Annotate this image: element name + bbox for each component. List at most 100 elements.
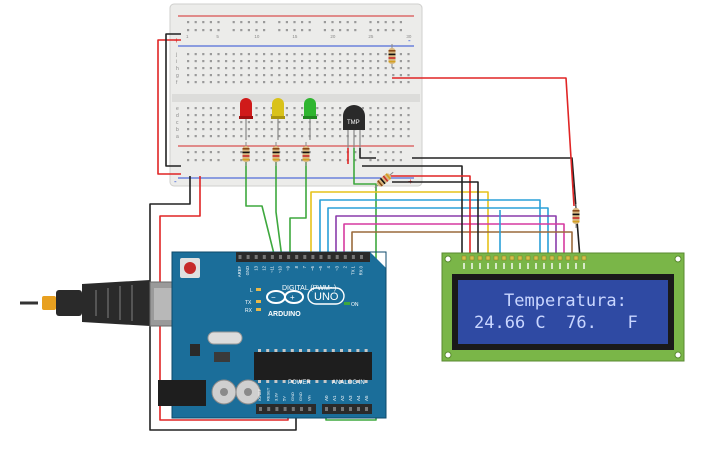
digital-pin-label: AREF <box>237 266 242 278</box>
analog-pin-label: A3 <box>348 395 353 401</box>
analog-header <box>322 404 372 414</box>
row-label: h <box>176 66 179 72</box>
row-label: j <box>175 52 177 58</box>
led-green[interactable] <box>303 98 317 140</box>
analog-pin-label: A0 <box>324 395 329 401</box>
digital-pin-label: ~10 <box>278 265 283 273</box>
resistor-top[interactable] <box>388 44 396 68</box>
on-label: ON <box>351 302 359 308</box>
l-label: L <box>250 288 253 294</box>
resistor-lcd-backlight[interactable] <box>572 204 580 228</box>
digital-pin-label: ~3 <box>334 265 339 270</box>
digital-pin-label: 7 <box>302 265 307 268</box>
analog-label: ANALOG IN <box>332 380 365 386</box>
row-label: i <box>176 59 177 65</box>
svg-text:+: + <box>290 293 295 302</box>
digital-pin-label: 2 <box>342 265 347 268</box>
svg-text:−: − <box>271 293 276 302</box>
lcd-screen <box>458 280 668 344</box>
rail-minus-bottom: - <box>174 177 177 186</box>
resistor-led-red[interactable] <box>242 142 250 166</box>
column-label: 20 <box>330 34 336 39</box>
arduino-logo: − + <box>266 290 304 304</box>
wire-green-led1[interactable] <box>245 162 276 259</box>
digital-pin-label: TX 1 <box>351 265 356 275</box>
wire-red-pot[interactable] <box>392 77 575 207</box>
wire-red-lcd[interactable] <box>384 175 471 258</box>
wire-black-rail[interactable] <box>165 33 181 167</box>
row-label: f <box>176 80 178 86</box>
resistors <box>242 44 580 228</box>
wire-purple-lcd[interactable] <box>335 215 557 258</box>
analog-pin-label: A5 <box>364 395 369 401</box>
temperature-sensor[interactable]: TMP <box>343 105 365 148</box>
wire-blue-lcd[interactable] <box>319 199 541 258</box>
column-label: 10 <box>254 34 260 39</box>
digital-pin-label: ~6 <box>310 265 315 270</box>
power-pin-label: GND <box>298 392 303 401</box>
led-yellow[interactable] <box>271 98 285 140</box>
wire-black-lcd3[interactable] <box>392 181 479 258</box>
leds <box>239 98 317 140</box>
crystal <box>207 331 243 345</box>
rx-label: RX <box>245 308 253 314</box>
analog-pin-label: A1 <box>332 395 337 401</box>
row-label: a <box>176 134 179 140</box>
analog-pin-label: A4 <box>356 395 361 401</box>
digital-pin-label: ~9 <box>286 265 291 270</box>
digital-pin-label: 13 <box>253 265 258 270</box>
wire-red-rail[interactable] <box>157 39 181 175</box>
tx-label: TX <box>245 300 252 306</box>
sensor-label: TMP <box>347 120 360 126</box>
column-label: 30 <box>406 34 412 39</box>
column-label: 15 <box>292 34 298 39</box>
uno-badge <box>307 287 345 305</box>
lcd-line-2: 24.66 C 76. F <box>474 313 638 333</box>
power-pin-label: 3.3V <box>273 392 278 401</box>
resistor-led-yellow[interactable] <box>272 142 280 166</box>
power-jack[interactable] <box>158 380 206 406</box>
digital-pin-label: 4 <box>326 265 331 268</box>
wire-green-led3[interactable] <box>289 162 307 258</box>
row-label: g <box>176 73 179 79</box>
lcd-line-1: Temperatura: <box>504 291 627 311</box>
power-pin-label: Vin <box>306 395 311 401</box>
analog-pin-label: A2 <box>340 395 345 401</box>
row-label: e <box>176 106 179 112</box>
column-label: 1 <box>186 34 189 39</box>
power-pin-label: 5V <box>282 396 287 401</box>
power-pin-label: GND <box>290 392 295 401</box>
digital-pin-label: ~11 <box>270 265 275 272</box>
wire-yellow-lcd[interactable] <box>310 191 489 258</box>
wire-pink-lcd[interactable] <box>343 223 565 258</box>
column-label: 5 <box>216 34 219 39</box>
digital-pin-label: ~5 <box>318 265 323 270</box>
row-label: c <box>176 120 179 126</box>
wire-black-lcd2[interactable] <box>412 157 581 259</box>
resistor-diagonal[interactable] <box>373 170 396 191</box>
power-label: POWER <box>288 380 311 386</box>
digital-pin-label: RX 0 <box>359 265 364 275</box>
brand-label: ARDUINO <box>268 311 301 318</box>
resistor-led-green[interactable] <box>302 142 310 166</box>
rail-minus-top: - <box>408 36 411 45</box>
wire-blue2-lcd[interactable] <box>327 207 549 258</box>
digital-label: DIGITAL (PWM~) <box>282 285 336 292</box>
power-pin-label: IOREF <box>257 388 262 401</box>
lcd-display[interactable]: Temperatura: 24.66 C 76. F <box>441 252 685 362</box>
uno-label: UNO <box>314 291 339 303</box>
usb-cable[interactable] <box>20 280 197 327</box>
wire-black-lcd[interactable] <box>362 165 463 258</box>
wire-green-led2[interactable] <box>275 162 283 259</box>
digital-pin-label: 12 <box>261 265 266 270</box>
atmega-chip <box>254 352 372 380</box>
column-label: 25 <box>368 34 374 39</box>
row-label: d <box>176 113 179 119</box>
row-label: b <box>176 127 179 133</box>
digital-header <box>236 252 370 262</box>
digital-pin-label: 8 <box>294 265 299 268</box>
led-red[interactable] <box>239 98 253 140</box>
